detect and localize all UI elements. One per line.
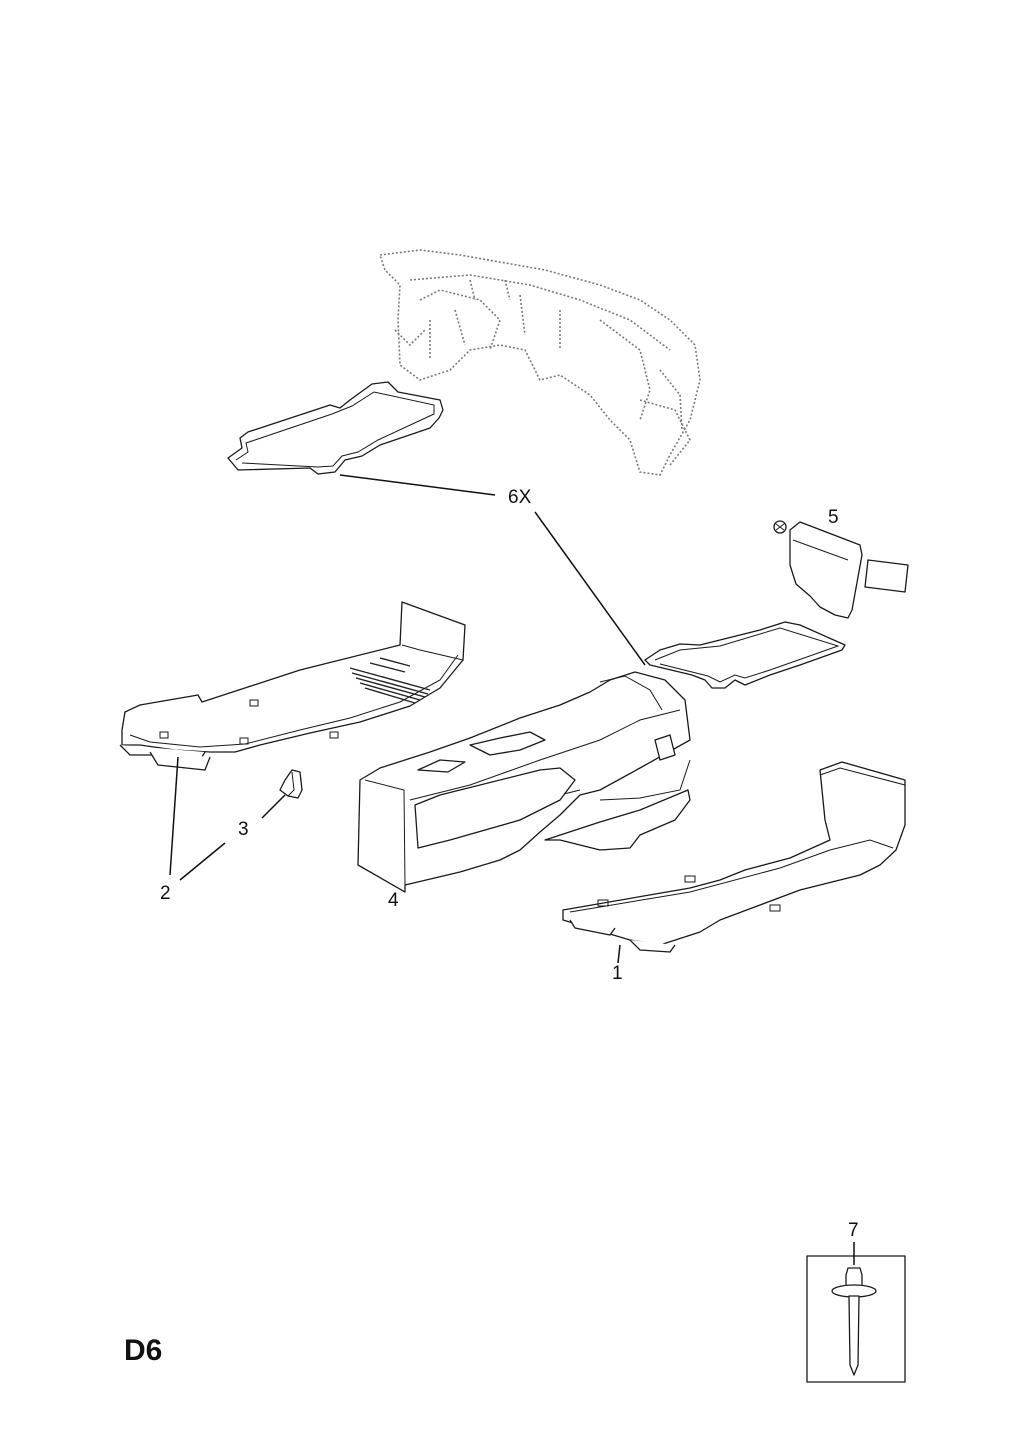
callout-5: 5 [828,507,839,528]
page-code: D6 [124,1334,162,1367]
leader-6x-upper [339,474,496,496]
part-4-tunnel-insulation [357,671,691,893]
leader-lines [169,474,855,1265]
leader-2-to-3 [179,842,226,881]
callout-3: 3 [238,819,249,840]
part-7-inset-box [806,1255,906,1383]
part-1-floor-covering-front [562,761,906,953]
part-2-floor-covering-rear [119,601,466,771]
part-6x-floor-mat-front [644,621,846,689]
dashboard-crossmember-reference [378,249,701,476]
part-6x-floor-mat-rear [227,381,444,475]
callout-1: 1 [612,963,623,984]
callout-7: 7 [848,1220,859,1241]
callout-4: 4 [388,890,399,911]
part-7-rivet [831,1267,877,1376]
leader-2 [169,756,179,876]
leader-3 [261,794,286,819]
leader-1 [617,944,621,964]
callout-2: 2 [160,883,171,904]
callout-labels: 6X 5 3 2 4 1 7 [160,487,859,1241]
part-2-texture-hatch [349,657,431,704]
callout-6x: 6X [508,487,532,508]
part-3-clip [279,769,303,799]
leader-6x-lower [534,511,646,666]
part-5-insulator-pad [773,520,909,619]
